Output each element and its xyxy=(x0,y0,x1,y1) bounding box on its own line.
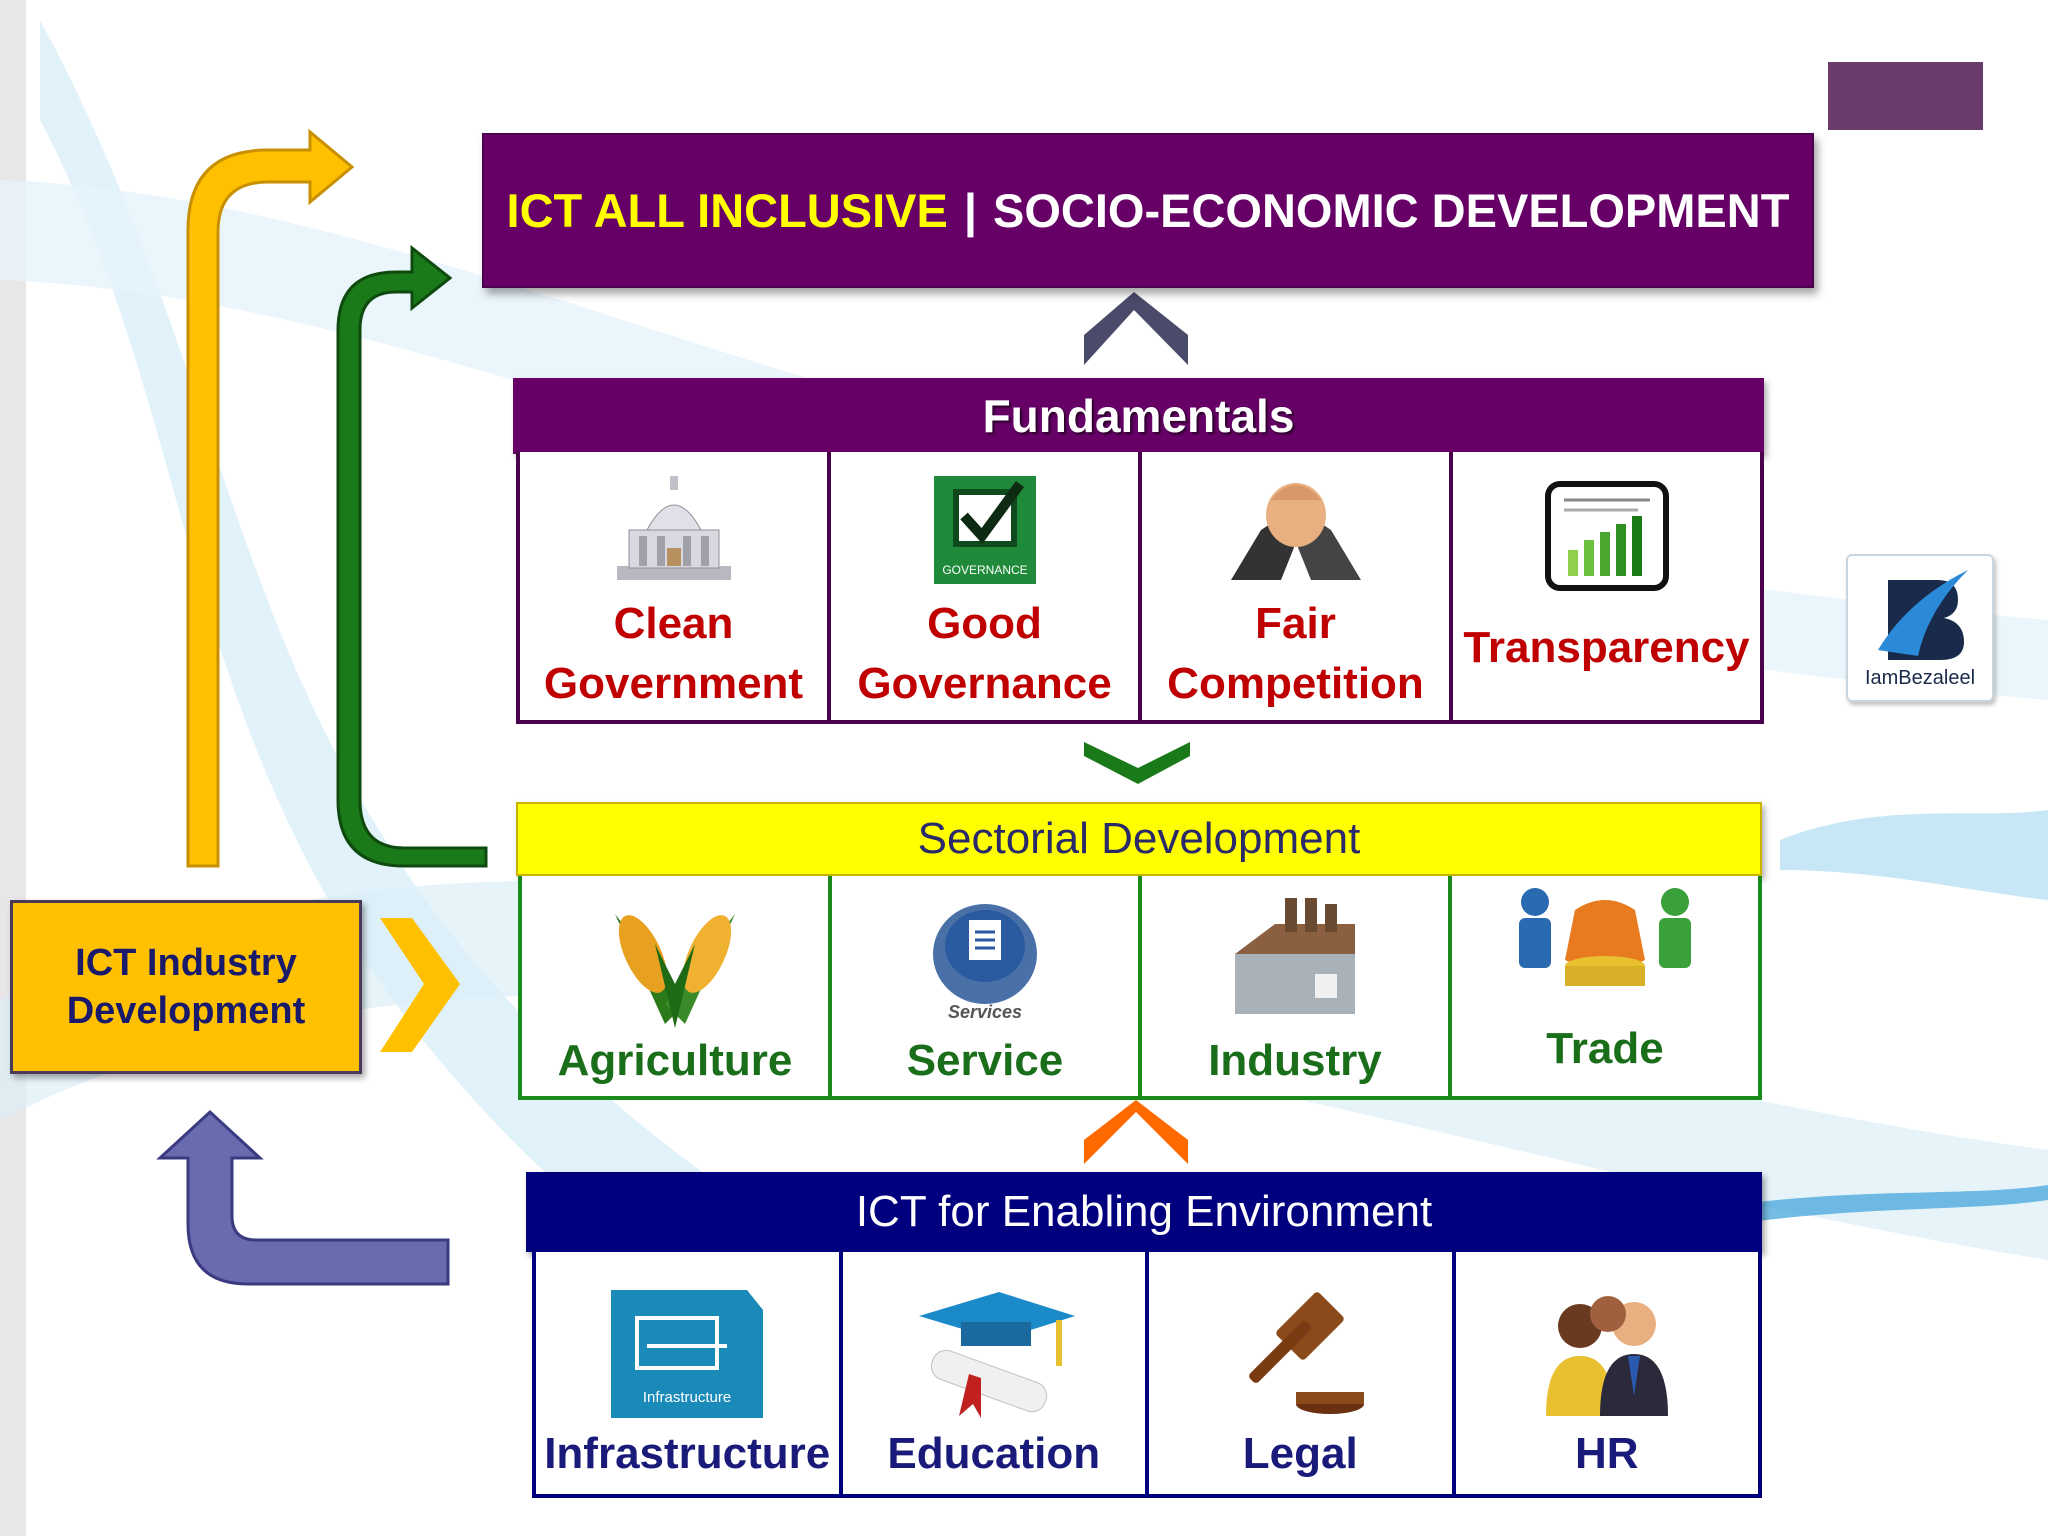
service-label: Service xyxy=(906,1036,1064,1085)
yellow-chevron-right-icon xyxy=(380,918,460,1052)
logo-text: IamBezaleel xyxy=(1864,667,1976,689)
green-up-arrow-icon xyxy=(336,244,488,868)
fundamentals-cell-clean-government: Clean Government xyxy=(520,452,831,720)
clean-government-label: Clean Government xyxy=(543,599,804,708)
sectorial-cell-industry: Industry xyxy=(1142,876,1452,1096)
sectorial-cell-agriculture: Agriculture xyxy=(522,876,832,1096)
title-banner: ICT ALL INCLUSIVE | SOCIO-ECONOMIC DEVEL… xyxy=(482,133,1814,288)
sectorial-cell-trade: Trade xyxy=(1452,876,1758,1096)
ict-cell-legal: Legal xyxy=(1149,1252,1456,1494)
fundamentals-cell-good-governance: GOVERNANCE Good Governance xyxy=(831,452,1142,720)
sectorial-cell-service: Services Service xyxy=(832,876,1142,1096)
good-governance-label: Good Governance xyxy=(857,599,1112,708)
factory-icon xyxy=(1235,898,1355,1014)
handshake-icon xyxy=(1230,483,1361,580)
bar-chart-report-icon xyxy=(1544,481,1669,591)
fundamentals-cell-transparency: Transparency xyxy=(1453,452,1760,720)
sectorial-grid: Agriculture Services Service Industry xyxy=(518,876,1762,1100)
services-document-icon: Services xyxy=(933,904,1037,1022)
infrastructure-icon: Infrastructure xyxy=(611,1290,764,1418)
ict-cell-education: Education xyxy=(842,1252,1149,1494)
corner-accent xyxy=(1828,62,1983,130)
money-bag-people-icon xyxy=(1519,888,1691,986)
svg-text:Infrastructure: Infrastructure xyxy=(643,1389,731,1406)
fundamentals-cell-fair-competition: Fair Competition xyxy=(1142,452,1453,720)
governance-checkmark-icon: GOVERNANCE xyxy=(933,476,1036,584)
svg-text:Services: Services xyxy=(948,1002,1022,1022)
industry-label: Industry xyxy=(1208,1036,1382,1085)
legal-label: Legal xyxy=(1242,1429,1358,1478)
title-separator: | xyxy=(963,184,977,237)
purple-chevron-up-icon xyxy=(1084,292,1188,365)
gavel-icon xyxy=(1249,1292,1365,1414)
graduation-cap-diploma-icon xyxy=(918,1292,1075,1418)
agriculture-label: Agriculture xyxy=(557,1036,793,1085)
ict-cell-hr: HR xyxy=(1455,1252,1758,1494)
people-group-icon xyxy=(1545,1296,1668,1416)
trade-label: Trade xyxy=(1546,1024,1664,1073)
orange-chevron-up-icon xyxy=(1084,1100,1188,1164)
industry-box-line1: ICT Industry xyxy=(75,942,297,984)
ict-enabling-header: ICT for Enabling Environment xyxy=(526,1172,1762,1252)
transparency-label: Transparency xyxy=(1463,623,1750,672)
corn-icon xyxy=(615,914,735,1028)
title-part1: ICT ALL INCLUSIVE xyxy=(506,184,948,237)
svg-text:GOVERNANCE: GOVERNANCE xyxy=(942,563,1027,577)
ict-cell-infrastructure: Infrastructure Infrastructure xyxy=(536,1252,843,1494)
iambezaleel-logo: IamBezaleel xyxy=(1846,554,1994,702)
fair-competition-label: Fair Competition xyxy=(1167,599,1424,708)
education-label: Education xyxy=(887,1429,1101,1478)
green-chevron-down-icon xyxy=(1084,742,1190,784)
hr-label: HR xyxy=(1574,1429,1639,1478)
yellow-up-arrow-icon xyxy=(186,128,355,868)
sectorial-header: Sectorial Development xyxy=(516,802,1762,876)
bezaleel-logo-icon xyxy=(1878,570,1968,660)
ict-industry-development-box: ICT Industry Development xyxy=(10,900,362,1074)
fundamentals-grid: Clean Government GOVERNANCE Good Governa… xyxy=(516,452,1764,724)
fundamentals-header: Fundamentals xyxy=(513,378,1764,454)
blue-up-arrow-icon xyxy=(156,1109,450,1286)
capitol-building-icon xyxy=(616,476,731,580)
infrastructure-label: Infrastructure xyxy=(544,1429,831,1478)
ict-enabling-grid: Infrastructure Infrastructure Education … xyxy=(532,1252,1762,1498)
industry-box-line2: Development xyxy=(66,990,306,1032)
title-part2: SOCIO-ECONOMIC DEVELOPMENT xyxy=(993,184,1790,237)
